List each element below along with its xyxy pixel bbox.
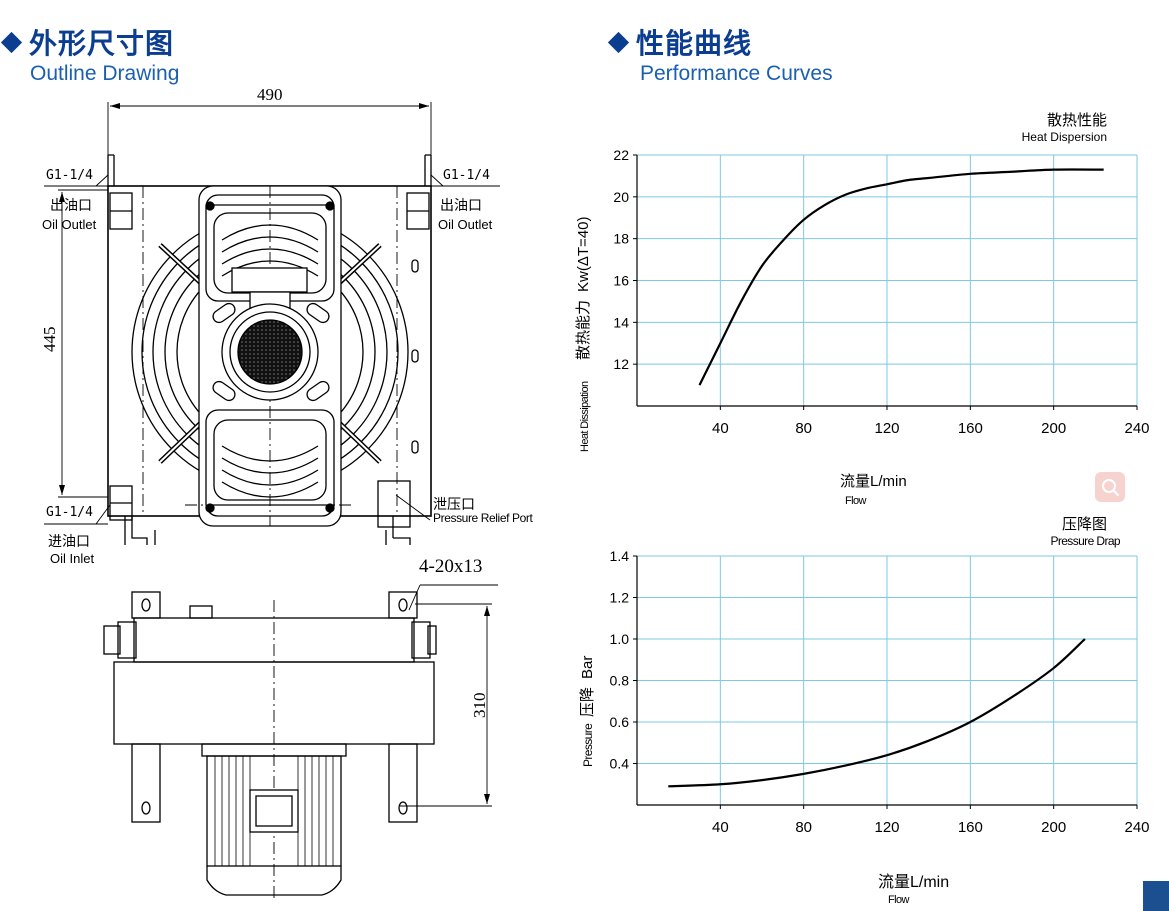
x-tick-label: 240 (1124, 819, 1149, 836)
x-tick-label: 160 (958, 420, 983, 437)
y-tick-label: 22 (613, 147, 629, 163)
y-tick-label: 0.6 (610, 714, 630, 730)
chart2-x-ticks: 40 80 120 160 200 240 (712, 805, 1150, 836)
x-tick-label: 200 (1041, 420, 1066, 437)
x-tick-label: 80 (795, 819, 812, 836)
x-tick-label: 40 (712, 819, 729, 836)
outline-header: 外形尺寸图 (0, 27, 175, 60)
chart1-series-line (698, 168, 1104, 386)
chart2-series-line (668, 638, 1086, 788)
performance-title-zh: 性能曲线 (636, 27, 753, 60)
chart1-xlabel-en: Flow (845, 495, 866, 507)
chart2-subtitle: Pressure Drap (1050, 534, 1120, 548)
port-label-top-left: G1-1/4 (46, 168, 93, 183)
relief-port-en: Pressure Relief Port (433, 511, 533, 525)
x-tick-label: 80 (795, 420, 812, 437)
port-label-top-right: G1-1/4 (443, 168, 490, 183)
dim-width: 490 (257, 85, 283, 104)
chart2-title: 压降图 (1062, 516, 1107, 533)
x-tick-label: 240 (1124, 420, 1149, 437)
chart1-y-ticks: 12 14 16 18 20 22 (613, 147, 637, 372)
outline-title-en: Outline Drawing (30, 62, 180, 85)
chart1-grid (637, 154, 1138, 406)
chart1-subtitle: Heat Dispersion (1022, 130, 1107, 144)
oil-outlet-zh-right: 出油口 (440, 198, 482, 214)
y-tick-label: 18 (613, 231, 629, 247)
x-tick-label: 200 (1041, 819, 1066, 836)
y-tick-label: 12 (613, 356, 629, 372)
y-tick-label: 0.4 (610, 756, 630, 772)
diamond-bullet-icon (607, 31, 630, 54)
chart2-grid (637, 555, 1138, 805)
outline-drawing (44, 102, 500, 900)
search-icon (1102, 479, 1119, 496)
oil-inlet-zh: 进油口 (48, 534, 90, 550)
port-label-bottom: G1-1/4 (46, 505, 93, 520)
x-tick-label: 120 (874, 420, 899, 437)
outline-title-zh: 外形尺寸图 (29, 27, 175, 60)
performance-title-en: Performance Curves (640, 62, 833, 85)
y-tick-label: 16 (613, 273, 629, 289)
page-corner-tab (1143, 881, 1169, 911)
search-button[interactable] (1095, 472, 1125, 502)
oil-outlet-zh-left: 出油口 (50, 198, 92, 214)
chart2-ylabel-zh: 压降 (579, 687, 596, 717)
chart2-xlabel-en: Flow (888, 894, 909, 906)
y-tick-label: 20 (613, 189, 629, 205)
chart2-xlabel-zh: 流量L/min (878, 873, 949, 891)
chart1-ylabel-zh: 散热能力 (575, 300, 592, 360)
oil-inlet-en: Oil Inlet (50, 551, 95, 566)
chart1-xlabel-zh: 流量L/min (840, 473, 907, 490)
y-tick-label: 1.0 (610, 631, 630, 647)
oil-outlet-en-right: Oil Outlet (438, 217, 493, 232)
dim-height: 445 (40, 326, 59, 353)
chart1-x-ticks: 40 80 120 160 200 240 (712, 406, 1150, 437)
y-tick-label: 0.8 (610, 673, 630, 689)
chart2-ylabel-en: Pressure (581, 723, 595, 767)
x-tick-label: 40 (712, 420, 729, 437)
chart1-title: 散热性能 (1047, 112, 1107, 129)
relief-port-zh: 泄压口 (433, 497, 475, 513)
chart1-ylabel-en: Heat Dissipation (579, 381, 591, 452)
y-tick-label: 14 (613, 314, 629, 330)
y-tick-label: 1.2 (610, 590, 630, 606)
chart2-ylabel-unit: Bar (579, 656, 596, 679)
performance-header: 性能曲线 (607, 27, 753, 60)
oil-outlet-en-left: Oil Outlet (42, 217, 97, 232)
dim-depth: 310 (470, 692, 489, 719)
dim-holes: 4-20x13 (419, 556, 483, 577)
chart2-y-ticks: 0.4 0.6 0.8 1.0 1.2 1.4 (610, 548, 637, 772)
chart1-ylabel-unit: Kw(ΔT=40) (575, 217, 592, 292)
x-tick-label: 120 (874, 819, 899, 836)
y-tick-label: 1.4 (610, 548, 630, 564)
x-tick-label: 160 (958, 819, 983, 836)
heat-dispersion-chart: 散热性能 Heat Dispersion 40 80 120 160 200 240 12… (575, 112, 1150, 507)
